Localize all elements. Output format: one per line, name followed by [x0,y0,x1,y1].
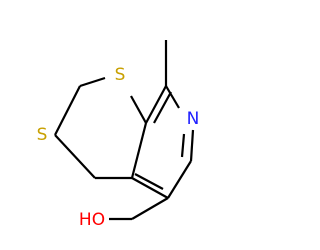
bond-s3-c4 [54,134,96,179]
bond-c8-c8-inner [153,91,172,124]
atom-label-nitrogen: N [187,109,200,129]
bond-c8a-s1 [130,95,147,124]
bond-c6-c5 [167,160,192,199]
bond-c4a-c8a [130,122,148,179]
bond-s1-c2 [79,76,106,88]
bond-c5-c4a-inner [134,173,164,190]
bond-n-c6-inner [180,133,186,158]
atom-label-sulfur-2: S [37,125,48,145]
molecule-diagram: S S N HO [37,40,200,230]
bond-c5-ch2 [131,197,169,220]
atom-label-sulfur-1: S [115,65,126,85]
bond-c5-c4a [131,177,169,199]
bond-c8-n [165,85,180,109]
bond-c2-s3 [54,85,81,136]
bond-c8a-c8 [145,85,167,124]
atom-label-hydroxyl: HO [79,210,105,230]
structure-drawing: S S N HO [37,40,200,230]
bond-n-c6 [189,129,195,162]
